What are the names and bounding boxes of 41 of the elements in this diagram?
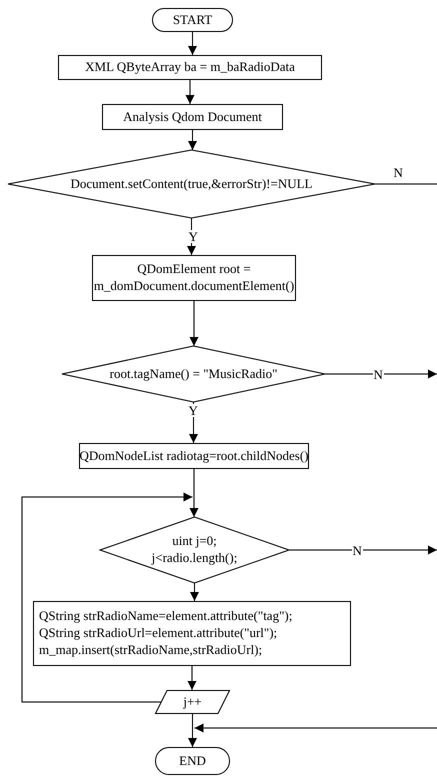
condition-text: uint j=0;	[172, 533, 217, 550]
edge-label: N	[352, 544, 363, 556]
arrow	[288, 546, 437, 554]
process-box	[102, 104, 283, 130]
edge-label: Y	[188, 230, 199, 242]
arrow	[186, 80, 194, 104]
arrow	[194, 724, 437, 732]
arrow	[189, 402, 198, 444]
arrow	[188, 32, 197, 56]
step-text: Analysis Qdom Document	[123, 108, 262, 126]
arrow	[188, 714, 197, 748]
condition-text: j<radio.length();	[152, 550, 238, 567]
step-text: m_map.insert(strRadioName,strRadioUrl);	[39, 642, 262, 659]
decision-diamond	[100, 517, 289, 583]
edge-label: N	[392, 166, 404, 178]
process-box	[58, 55, 322, 80]
condition-text: root.tagName() = "MusicRadio"	[110, 366, 278, 382]
input-output-parallelogram	[155, 690, 230, 714]
arrow	[188, 130, 197, 150]
arrow	[190, 300, 198, 346]
arrow	[188, 666, 196, 690]
step-text: END	[179, 752, 206, 770]
step-text: QString strRadioUrl=element.attribute("url");	[39, 625, 278, 642]
arrow	[190, 468, 198, 518]
arrow	[22, 492, 193, 702]
process-box	[92, 255, 296, 301]
decision-diamond	[62, 346, 325, 402]
edge-label: Y	[188, 404, 199, 416]
step-text: QDomElement root = m_domDocument.documentElement()	[93, 261, 295, 295]
process-box	[33, 601, 351, 666]
edge-label: N	[372, 368, 384, 380]
decision-diamond	[8, 150, 375, 218]
condition-text: Document.setContent(true,&errorStr)!=NULL	[70, 176, 312, 192]
step-text: j++	[183, 694, 202, 710]
step-text: QString strRadioName=element.attribute("tag");	[39, 608, 292, 626]
step-text: START	[172, 12, 212, 28]
process-box	[79, 443, 309, 469]
arrow	[324, 370, 437, 378]
arrow	[190, 582, 199, 602]
step-text: QDomNodeList radiotag=root.childNodes()	[80, 448, 309, 464]
step-text: XML QByteArray ba = m_baRadioData	[85, 59, 295, 76]
